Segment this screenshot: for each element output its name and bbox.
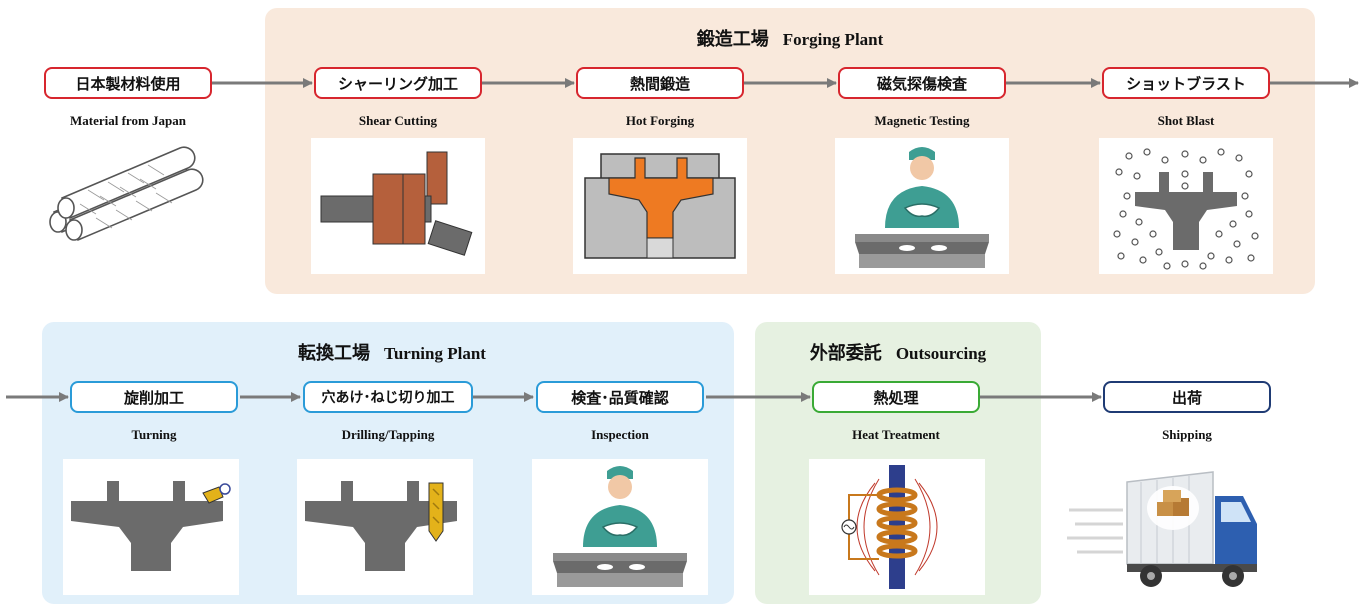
- delivery-truck-icon: [1063, 452, 1273, 602]
- step-inspection: 検査･品質確認: [536, 381, 704, 413]
- lathe-tool-icon: [63, 459, 239, 595]
- caption-inspection: Inspection: [591, 427, 649, 442]
- caption-material: Material from Japan: [69, 113, 187, 128]
- turning-plant-title-en: Turning Plant: [384, 344, 486, 363]
- caption-heat-treatment: Heat Treatment: [852, 427, 940, 442]
- caption-magnetic-testing: Magnetic Testing: [874, 113, 970, 128]
- induction-coil-icon: [809, 459, 985, 595]
- caption-drilling: Drilling/Tapping: [341, 427, 435, 442]
- step-material: 日本製材料使用: [44, 67, 212, 99]
- step-drilling: 穴あけ･ねじ切り加工: [303, 381, 473, 413]
- forging-die-icon: [573, 138, 747, 274]
- step-shipping: 出荷: [1103, 381, 1271, 413]
- forging-plant-title-en: Forging Plant: [782, 30, 884, 49]
- caption-shipping: Shipping: [1162, 427, 1212, 442]
- forging-plant-title: 鍛造工場 Forging Plant: [265, 25, 1315, 51]
- step-magnetic-testing: 磁気探傷検査: [838, 67, 1006, 99]
- steel-bars-icon: [40, 140, 208, 250]
- outsourcing-title-jp: 外部委託: [809, 343, 882, 364]
- caption-shear-cutting: Shear Cutting: [358, 113, 438, 128]
- outsourcing-title-en: Outsourcing: [895, 344, 987, 363]
- step-shot-blast: ショットブラスト: [1102, 67, 1270, 99]
- step-turning: 旋削加工: [70, 381, 238, 413]
- step-hot-forging: 熱間鍛造: [576, 67, 744, 99]
- caption-shot-blast: Shot Blast: [1157, 113, 1215, 128]
- step-heat-treatment: 熱処理: [812, 381, 980, 413]
- step-shear-cutting: シャーリング加工: [314, 67, 482, 99]
- inspection-inspector-icon: [532, 459, 708, 595]
- drill-bit-icon: [297, 459, 473, 595]
- caption-turning: Turning: [131, 427, 177, 442]
- turning-plant-title-jp: 転換工場: [298, 343, 371, 364]
- caption-hot-forging: Hot Forging: [625, 113, 695, 128]
- inspector-icon: [835, 138, 1009, 274]
- shot-blast-icon: [1099, 138, 1273, 274]
- outsourcing-title: 外部委託 Outsourcing: [755, 339, 1041, 365]
- forging-plant-title-jp: 鍛造工場: [696, 29, 769, 50]
- shear-cutting-icon: [311, 138, 485, 274]
- turning-plant-title: 転換工場 Turning Plant: [42, 339, 742, 365]
